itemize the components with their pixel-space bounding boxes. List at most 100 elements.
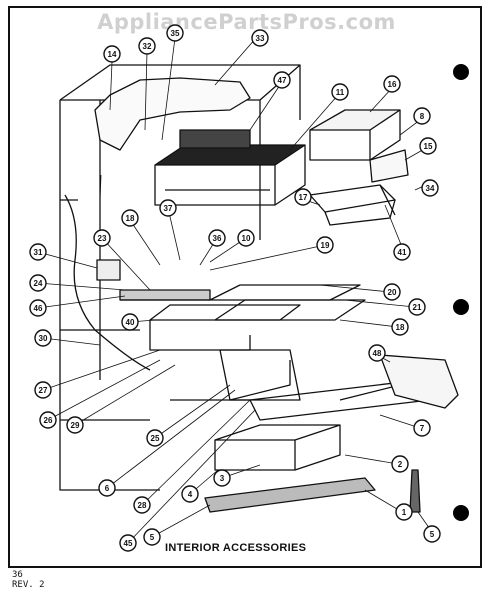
- callout-28: 28: [133, 496, 151, 514]
- callout-circle: [121, 209, 139, 227]
- diagram-frame: [8, 6, 482, 568]
- callout-circle: [316, 236, 334, 254]
- callout-2: 2: [391, 455, 409, 473]
- callout-number: 17: [299, 193, 308, 202]
- callout-35: 35: [166, 24, 184, 42]
- callout-11: 11: [331, 83, 349, 101]
- page-number: 36: [12, 570, 23, 580]
- callout-number: 18: [126, 214, 135, 223]
- callout-5: 5: [143, 528, 161, 546]
- callout-46: 46: [29, 299, 47, 317]
- callout-number: 48: [373, 349, 382, 358]
- callout-circle: [213, 469, 231, 487]
- callout-8: 8: [413, 107, 431, 125]
- callout-circle: [29, 274, 47, 292]
- callout-number: 29: [71, 421, 80, 430]
- callout-number: 6: [105, 484, 110, 493]
- callout-7: 7: [413, 419, 431, 437]
- crisper-drawer: [149, 304, 301, 401]
- callout-36: 36: [208, 229, 226, 247]
- crisper-cover-shelf: [170, 379, 431, 421]
- callout-10: 10: [237, 229, 255, 247]
- cabinet-body: [59, 64, 301, 491]
- callout-3: 3: [213, 469, 231, 487]
- callout-circle: [208, 229, 226, 247]
- diagram-title: INTERIOR ACCESSORIES: [165, 542, 307, 554]
- callout-48: 48: [368, 344, 386, 362]
- callout-circle: [331, 83, 349, 101]
- callout-34: 34: [421, 179, 439, 197]
- callout-circle: [383, 283, 401, 301]
- callout-number: 18: [396, 323, 405, 332]
- callout-circle: [391, 318, 409, 336]
- callout-18: 18: [121, 209, 139, 227]
- callout-1: 1: [395, 503, 413, 521]
- callout-number: 30: [39, 334, 48, 343]
- callout-number: 19: [321, 241, 330, 250]
- callout-circle: [143, 528, 161, 546]
- callout-40: 40: [121, 313, 139, 331]
- callout-15: 15: [419, 137, 437, 155]
- callout-number: 10: [242, 234, 251, 243]
- callout-circle: [34, 381, 52, 399]
- callout-21: 21: [408, 298, 426, 316]
- glass-shelf: [209, 284, 366, 321]
- callout-41: 41: [393, 243, 411, 261]
- callout-circle: [393, 243, 411, 261]
- callout-30: 30: [34, 329, 52, 347]
- callout-circle: [413, 107, 431, 125]
- callout-number: 20: [388, 288, 397, 297]
- callout-14: 14: [103, 45, 121, 63]
- registration-marks: [453, 64, 469, 521]
- callout-20: 20: [383, 283, 401, 301]
- revision-label: REV. 2: [12, 580, 45, 590]
- ice-maker: [309, 184, 396, 226]
- callout-circle: [421, 179, 439, 197]
- callout-number: 7: [420, 424, 425, 433]
- watermark: AppliancePartsPros.com: [97, 10, 396, 34]
- callout-circle: [294, 188, 312, 206]
- callout-19: 19: [316, 236, 334, 254]
- callout-number: 26: [44, 416, 53, 425]
- callout-circle: [273, 71, 291, 89]
- callout-number: 14: [108, 50, 117, 59]
- callout-5: 5: [423, 525, 441, 543]
- callout-circle: [181, 485, 199, 503]
- callout-number: 31: [34, 248, 43, 257]
- callout-circle: [383, 75, 401, 93]
- callout-37: 37: [159, 199, 177, 217]
- callout-circle: [39, 411, 57, 429]
- callout-circle: [66, 416, 84, 434]
- callout-circle: [159, 199, 177, 217]
- callout-6: 6: [98, 479, 116, 497]
- callout-number: 5: [430, 530, 435, 539]
- callout-32: 32: [138, 37, 156, 55]
- callout-circle: [408, 298, 426, 316]
- ice-tray: [369, 149, 409, 183]
- callout-circle: [423, 525, 441, 543]
- callout-16: 16: [383, 75, 401, 93]
- callout-number: 46: [34, 304, 43, 313]
- callout-number: 23: [98, 234, 107, 243]
- callout-number: 34: [426, 184, 435, 193]
- callout-29: 29: [66, 416, 84, 434]
- callout-number: 3: [220, 474, 225, 483]
- callout-number: 11: [336, 88, 345, 97]
- callout-circle: [391, 455, 409, 473]
- callout-27: 27: [34, 381, 52, 399]
- callout-number: 37: [164, 204, 173, 213]
- callout-number: 25: [151, 434, 160, 443]
- callout-number: 15: [424, 142, 433, 151]
- callout-4: 4: [181, 485, 199, 503]
- callout-circle: [138, 37, 156, 55]
- callout-number: 4: [188, 490, 193, 499]
- callout-25: 25: [146, 429, 164, 447]
- callout-23: 23: [93, 229, 111, 247]
- callout-circle: [103, 45, 121, 63]
- callout-45: 45: [119, 534, 137, 552]
- callout-24: 24: [29, 274, 47, 292]
- callout-number: 28: [138, 501, 147, 510]
- callout-number: 47: [278, 76, 287, 85]
- callout-circle: [419, 137, 437, 155]
